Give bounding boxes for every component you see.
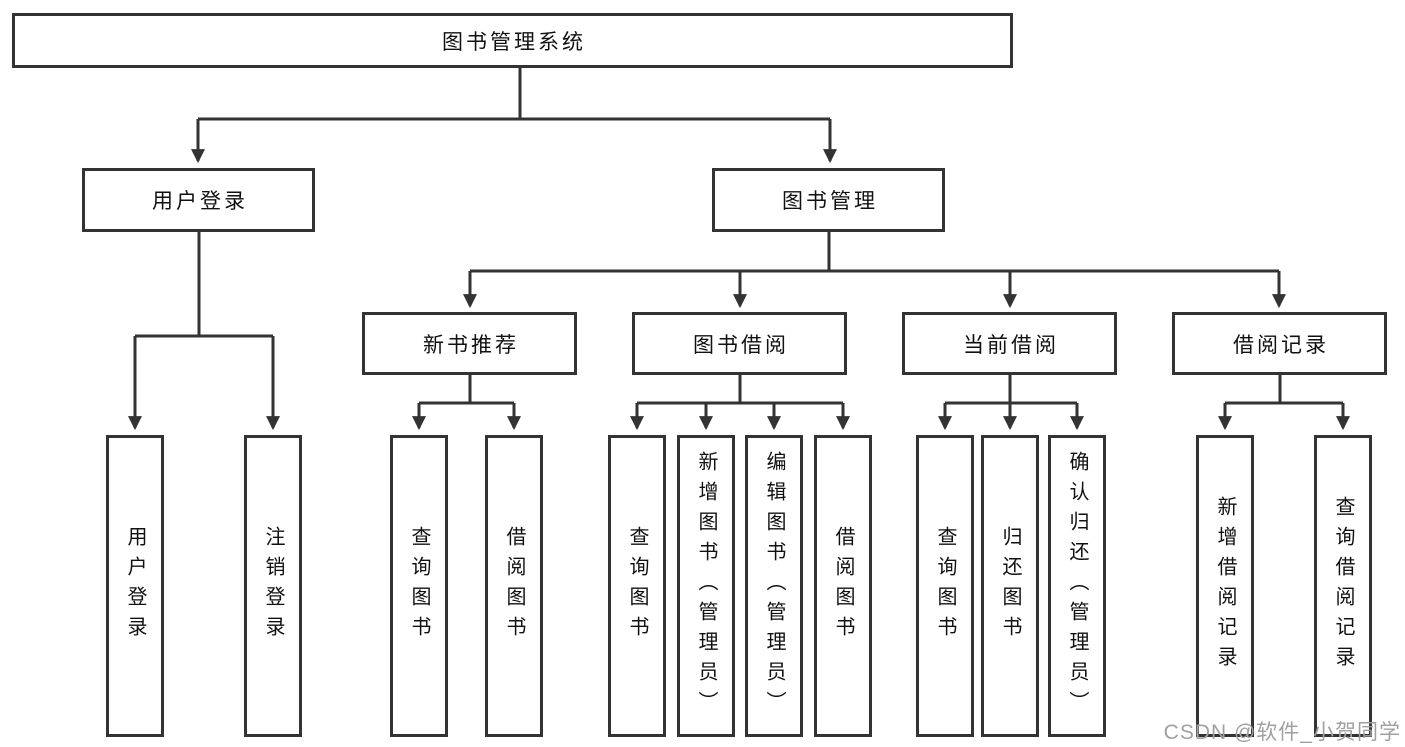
leaf-add-borrow-record: 新增借阅记录 bbox=[1196, 435, 1254, 737]
leaf-label: 新增借阅记录 bbox=[1214, 496, 1236, 676]
node-user-login-branch: 用户登录 bbox=[82, 168, 315, 232]
leaf-label: 归还图书 bbox=[999, 526, 1021, 646]
leaf-query-borrow-record: 查询借阅记录 bbox=[1314, 435, 1372, 737]
leaf-borrow-books: 借阅图书 bbox=[485, 435, 543, 737]
leaf-query-books: 查询图书 bbox=[390, 435, 448, 737]
leaf-label: 新增图书（管理员） bbox=[695, 451, 717, 721]
csdn-watermark: CSDN @软件_小贺同学 bbox=[1163, 721, 1401, 744]
leaf-user-login: 用户登录 bbox=[106, 435, 164, 737]
leaf-label: 注销登录 bbox=[262, 526, 284, 646]
leaf-query-books: 查询图书 bbox=[608, 435, 666, 737]
leaf-logout: 注销登录 bbox=[244, 435, 302, 737]
node-borrow-records: 借阅记录 bbox=[1172, 312, 1387, 375]
leaf-label: 查询图书 bbox=[934, 526, 956, 646]
leaf-label: 查询图书 bbox=[408, 526, 430, 646]
leaf-query-books: 查询图书 bbox=[916, 435, 974, 737]
leaf-label: 确认归还（管理员） bbox=[1066, 451, 1088, 721]
leaf-confirm-return-admin: 确认归还（管理员） bbox=[1048, 435, 1106, 737]
leaf-label: 编辑图书（管理员） bbox=[763, 451, 785, 721]
node-book-management: 图书管理 bbox=[712, 168, 945, 232]
node-new-book-recommend: 新书推荐 bbox=[362, 312, 577, 375]
leaf-label: 用户登录 bbox=[124, 526, 146, 646]
leaf-label: 借阅图书 bbox=[832, 526, 854, 646]
node-library-system: 图书管理系统 bbox=[12, 13, 1013, 68]
leaf-label: 借阅图书 bbox=[503, 526, 525, 646]
leaf-return-books: 归还图书 bbox=[981, 435, 1039, 737]
node-book-borrow: 图书借阅 bbox=[632, 312, 847, 375]
leaf-edit-books-admin: 编辑图书（管理员） bbox=[745, 435, 803, 737]
leaf-label: 查询图书 bbox=[626, 526, 648, 646]
leaf-label: 查询借阅记录 bbox=[1332, 496, 1354, 676]
leaf-add-books-admin: 新增图书（管理员） bbox=[677, 435, 735, 737]
leaf-borrow-books: 借阅图书 bbox=[814, 435, 872, 737]
node-current-borrow: 当前借阅 bbox=[902, 312, 1117, 375]
